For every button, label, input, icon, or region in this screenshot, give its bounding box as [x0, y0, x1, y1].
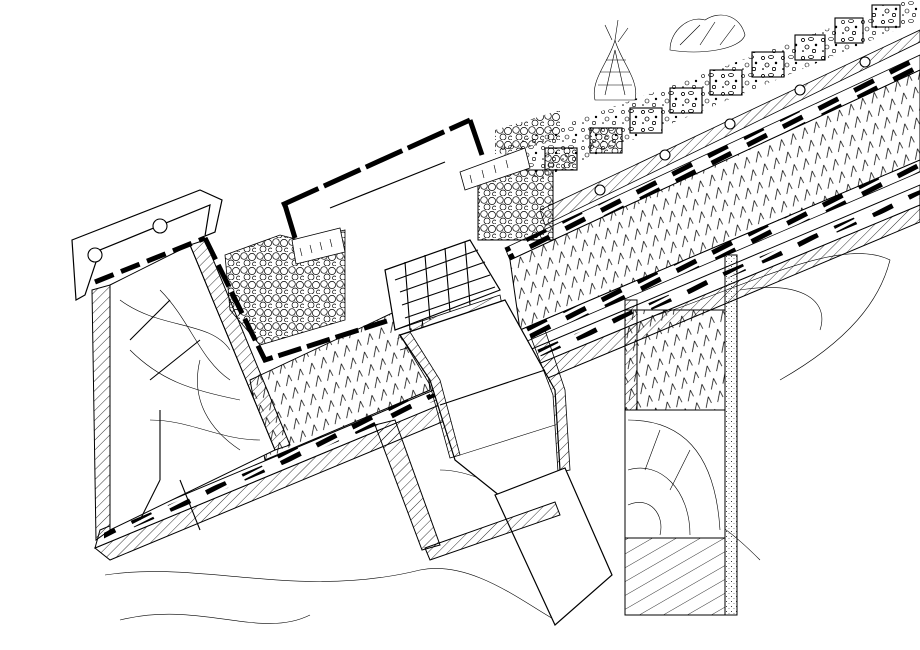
plant-icon	[593, 14, 746, 101]
drain-pipe	[374, 299, 613, 626]
parapet-left	[71, 189, 391, 541]
gravel-strip	[224, 110, 560, 346]
drainage-mat-studs	[594, 56, 871, 196]
insulation-layer-right	[504, 29, 920, 343]
vegetation-substrate	[495, 0, 920, 180]
inspection-cover	[280, 115, 488, 239]
wall-right	[624, 254, 738, 616]
